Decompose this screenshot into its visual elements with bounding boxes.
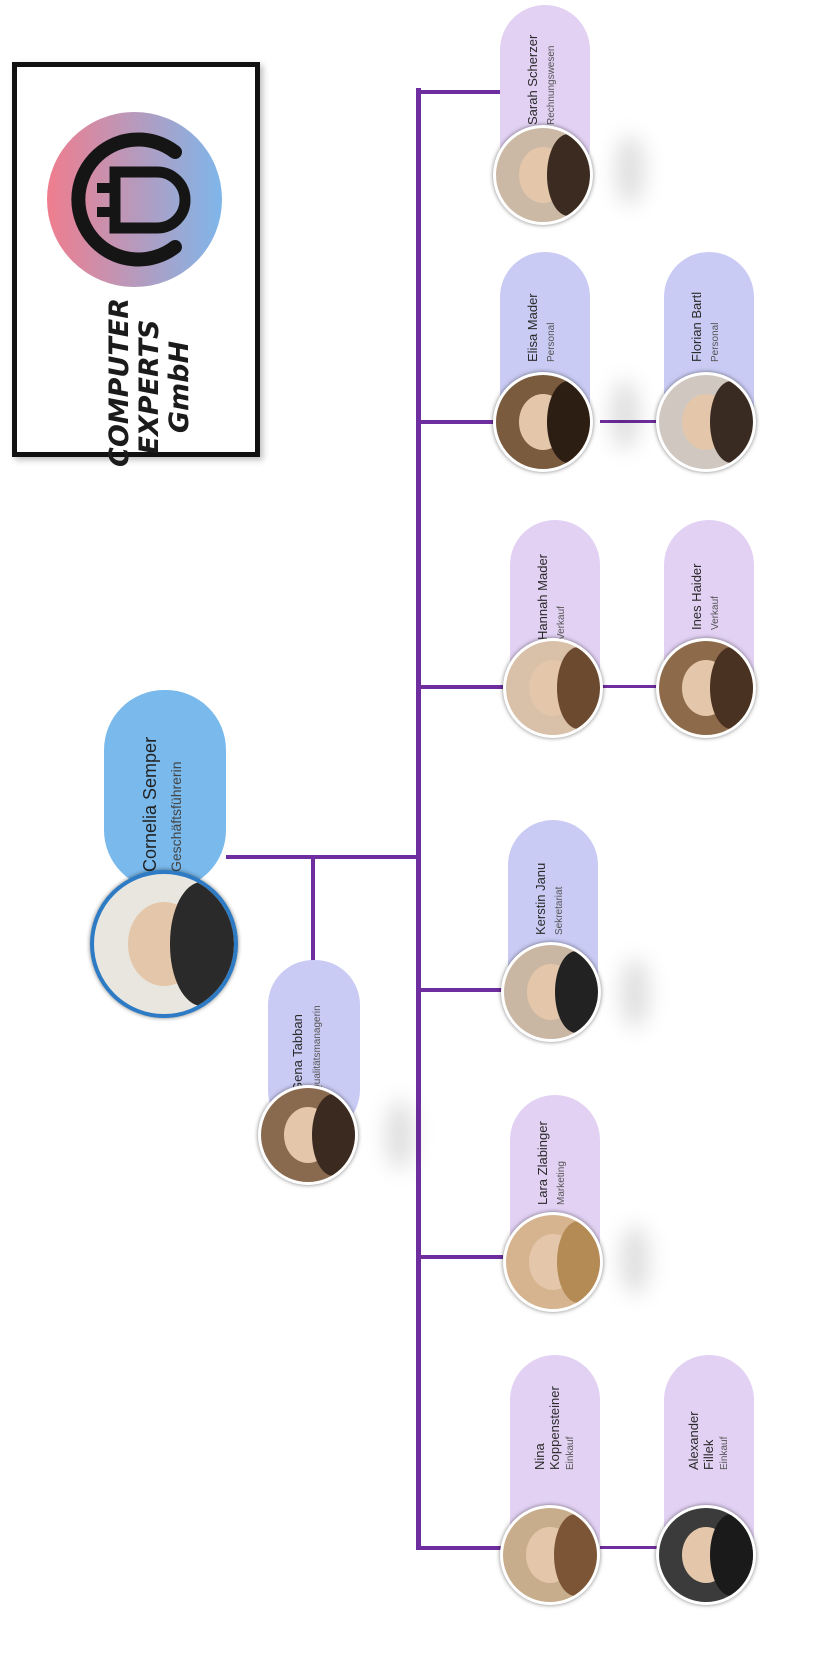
staff-name: Gena Tabban [290, 1014, 305, 1092]
sub-role-3: Verkauf [710, 596, 721, 630]
sub-name-6: Alexander Fillek [686, 1411, 716, 1470]
sub-name-3: Ines Haider [689, 563, 704, 630]
dept-name-1: Sarah Scherzer [525, 34, 540, 125]
lead-card: Cornelia Semper Geschäftsführerin [104, 690, 226, 890]
connector-branch-3 [418, 685, 503, 689]
dept-avatar-6 [500, 1505, 600, 1605]
dept-shadow-2 [610, 380, 640, 450]
logo-line-2: EXPERTS [134, 319, 165, 455]
dept-role-1: Rechnungswesen [546, 45, 557, 126]
staff-role: Qualitätsmanagerin [312, 1005, 323, 1092]
dept-shadow-1 [615, 135, 645, 205]
dept-avatar-4 [501, 942, 601, 1042]
dept-shadow-5 [620, 1225, 650, 1295]
dept-role-6: Einkauf [565, 1436, 576, 1470]
logo-line-1: COMPUTER [104, 297, 135, 467]
dept-name-6: Nina Koppensteiner [532, 1386, 562, 1470]
connector-branch-6 [418, 1546, 503, 1550]
plug-c-icon [71, 132, 191, 267]
connector-branch-1 [418, 90, 503, 94]
connector-sub-2 [600, 420, 660, 423]
lead-avatar [90, 870, 238, 1018]
lead-name: Cornelia Semper [140, 736, 160, 872]
dept-role-4: Sekretariat [554, 886, 565, 935]
dept-role-2: Personal [546, 322, 557, 362]
staff-avatar [258, 1085, 358, 1185]
dept-avatar-5 [503, 1212, 603, 1312]
connector-sub-6 [600, 1546, 660, 1549]
logo-line-3: GmbH [164, 340, 195, 434]
sub-avatar-2 [656, 372, 756, 472]
sub-avatar-3 [656, 638, 756, 738]
dept-avatar-3 [503, 638, 603, 738]
dept-shadow-4 [620, 958, 650, 1028]
connector-main-spine [416, 88, 421, 1550]
staff-shadow [385, 1100, 415, 1170]
dept-name-5: Lara Zlabinger [535, 1121, 550, 1205]
sub-avatar-6 [656, 1505, 756, 1605]
connector-branch-5 [418, 1255, 503, 1259]
connector-branch-4 [418, 988, 503, 992]
dept-name-2: Elisa Mader [525, 293, 540, 362]
dept-name-4: Kerstin Janu [533, 862, 548, 935]
logo-wordmark: COMPUTER EXPERTS GmbH [104, 297, 205, 467]
dept-avatar-1 [493, 125, 593, 225]
dept-name-3: Hannah Mader [535, 554, 550, 640]
logo-gradient-circle [47, 112, 222, 287]
company-logo: COMPUTER EXPERTS GmbH [12, 62, 260, 467]
sub-role-2: Personal [710, 322, 721, 362]
dept-role-3: Verkauf [556, 606, 567, 640]
sub-role-6: Einkauf [719, 1436, 730, 1470]
sub-name-2: Florian Bartl [689, 291, 704, 362]
connector-sub-3 [600, 685, 660, 688]
dept-role-5: Marketing [556, 1161, 567, 1205]
connector-lead-horizontal [226, 855, 418, 859]
connector-branch-2 [418, 420, 503, 424]
dept-avatar-2 [493, 372, 593, 472]
lead-role: Geschäftsführerin [168, 761, 184, 873]
